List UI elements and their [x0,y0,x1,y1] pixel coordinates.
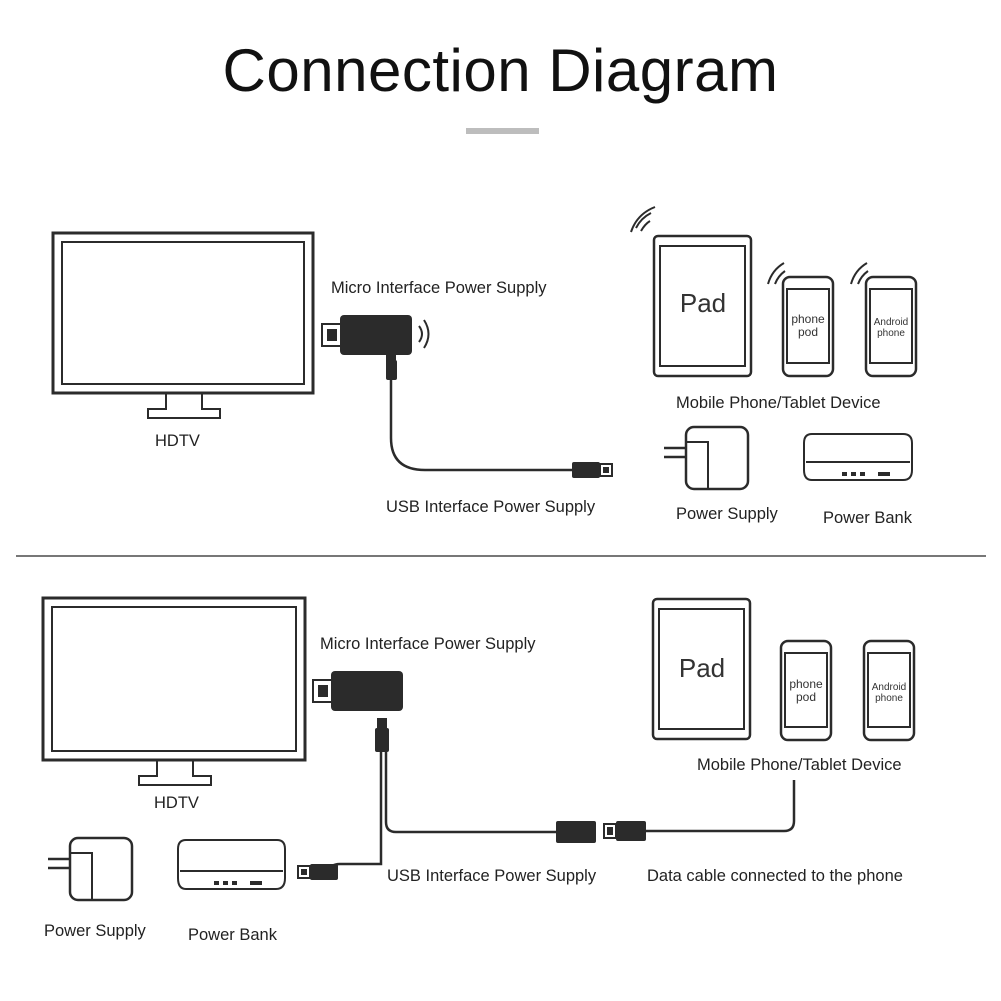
micro-supply-top-label: Micro Interface Power Supply [331,279,547,297]
power-supply-bottom-icon [48,836,134,902]
usb-supply-bottom-label: USB Interface Power Supply [387,867,597,885]
title-underline [466,128,539,134]
phone-bottom-icon [779,639,833,742]
phone-top-text-1: phone [791,312,825,326]
power-supply-top-label: Power Supply [676,505,778,523]
hdtv-bottom-icon [41,596,307,786]
usb-cable-top [386,360,613,478]
pad-bottom-text: Pad [679,653,725,683]
hdtv-top-label: HDTV [155,432,200,450]
pad-top-icon [630,206,753,378]
devices-top-label: Mobile Phone/Tablet Device [676,394,881,412]
phone-top-text-2: pod [798,325,818,339]
android-top-text-2: phone [877,328,905,339]
pad-bottom-icon [651,597,752,741]
pad-top-text: Pad [680,288,726,318]
power-bank-top-label: Power Bank [823,509,912,527]
android-top-icon [850,262,918,378]
android-bottom-text-1: Android [872,682,906,693]
power-supply-top-icon [664,425,750,491]
power-bank-bottom-icon [177,839,286,890]
micro-supply-bottom-label: Micro Interface Power Supply [320,635,536,653]
power-supply-bottom-label: Power Supply [44,922,146,940]
android-top-text-1: Android [874,317,908,328]
phone-bottom-text-2: pod [796,690,816,704]
devices-bottom-label: Mobile Phone/Tablet Device [697,756,902,774]
phone-top-icon [767,262,835,378]
page-title: Connection Diagram [222,37,779,104]
dongle-bottom-icon [312,671,403,730]
android-bottom-icon [862,639,916,742]
data-cable-label: Data cable connected to the phone [647,867,903,885]
hdtv-bottom-label: HDTV [154,794,199,812]
android-bottom-text-2: phone [875,693,903,704]
usb-cable-bottom [297,728,796,880]
power-bank-top-icon [803,433,913,481]
usb-supply-top-label: USB Interface Power Supply [386,498,596,516]
power-bank-bottom-label: Power Bank [188,926,277,944]
hdtv-top-icon [51,231,315,419]
phone-bottom-text-1: phone [789,677,823,691]
dongle-top-icon [321,315,430,367]
